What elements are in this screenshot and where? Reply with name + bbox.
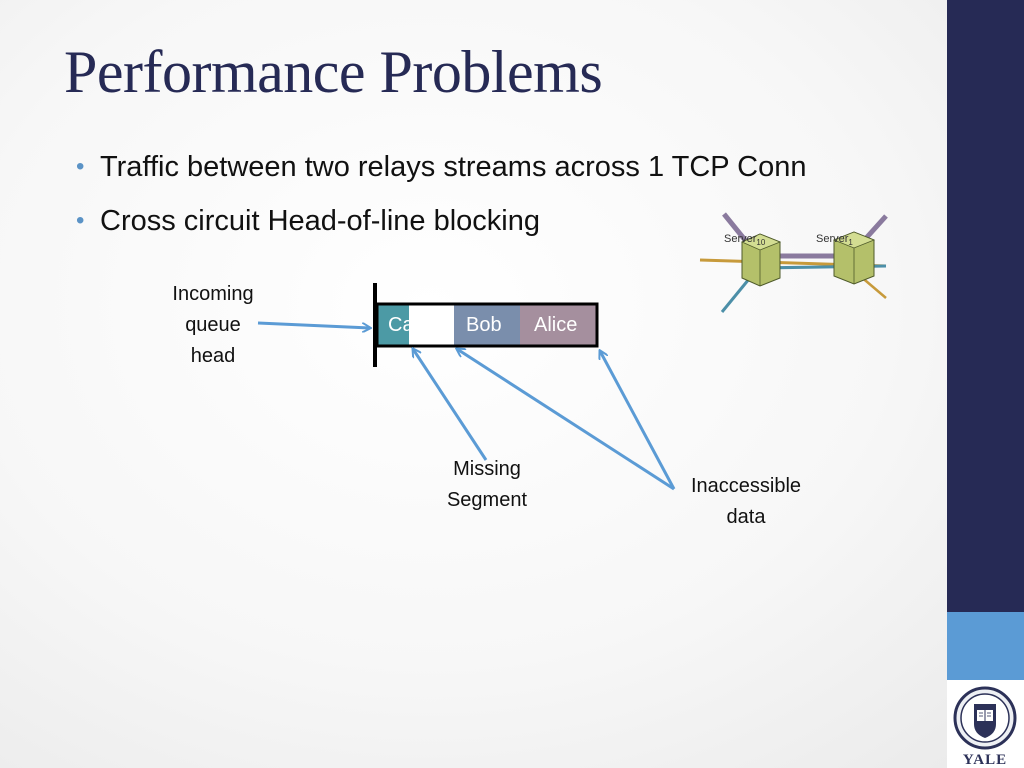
incoming-queue-head-label: Incoming queue head <box>153 279 273 372</box>
queue-segment-alice <box>520 304 597 346</box>
label-line: head <box>190 345 236 367</box>
yale-logo-text: YALE <box>963 752 1007 768</box>
bullet-item: • Traffic between two relays streams acr… <box>76 140 807 194</box>
right-band <box>947 0 1024 612</box>
queue-segment-missing <box>409 304 454 346</box>
server-10-icon <box>741 233 782 287</box>
bullet-dot-icon: • <box>76 153 85 180</box>
label-line: queue <box>185 314 241 336</box>
yale-logo: YALE <box>947 680 1024 768</box>
slide-title: Performance Problems <box>64 39 603 105</box>
server-network-diagram <box>699 212 888 313</box>
queue-label-carol: Ca <box>388 314 414 336</box>
label-line: Inaccessible <box>690 475 802 497</box>
label-line: Missing <box>453 458 521 480</box>
missing-segment-label: Missing Segment <box>427 454 547 516</box>
server-subscript: 1 <box>848 238 853 248</box>
server-1-icon <box>832 231 876 285</box>
label-line: Segment <box>446 489 528 511</box>
inaccessible-data-label: Inaccessible data <box>676 471 816 533</box>
incoming-arrow <box>257 321 370 328</box>
queue-label-alice: Alice <box>534 314 578 336</box>
yale-shield-icon: YALE <box>953 686 1017 768</box>
server-10-label: Server10 <box>724 233 765 247</box>
queue-segment-bob <box>454 304 520 346</box>
right-accent-band <box>947 612 1024 680</box>
queue-diagram <box>257 212 888 491</box>
inaccessible-arrow-bob <box>457 349 675 491</box>
bullet-text: Traffic between two relays streams acros… <box>100 151 807 183</box>
bullet-item: • Cross circuit Head-of-line blocking <box>76 194 807 248</box>
queue-label-bob: Bob <box>466 314 502 336</box>
bullet-text: Cross circuit Head-of-line blocking <box>100 205 540 237</box>
inaccessible-arrow-alice <box>600 351 676 490</box>
server-subscript: 10 <box>756 238 766 248</box>
bullet-list: • Traffic between two relays streams acr… <box>76 140 807 248</box>
server-name: Server <box>724 233 757 245</box>
missing-segment-arrow <box>413 349 488 461</box>
server-1-label: Server1 <box>816 233 853 247</box>
label-line: Incoming <box>172 283 254 305</box>
queue-segment-carol <box>377 304 409 346</box>
label-line: data <box>726 506 766 528</box>
server-name: Server <box>816 233 849 245</box>
bullet-dot-icon: • <box>76 207 85 234</box>
